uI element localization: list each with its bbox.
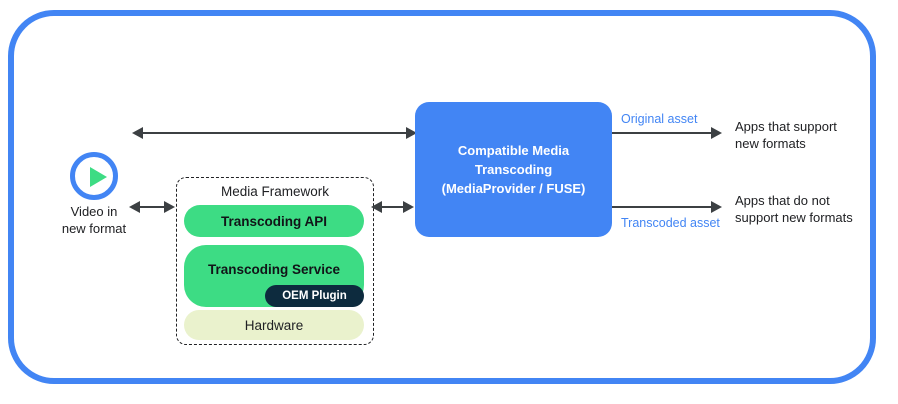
arrow-original-asset-head [711,127,722,139]
hardware-box: Hardware [184,310,364,340]
original-asset-label: Original asset [621,112,698,126]
arrow-framework-to-cmt-line [378,206,408,208]
apps-support-new-formats-label: Apps that support new formats [735,119,837,151]
media-framework-container [176,177,374,345]
arrow-source-to-cmt-head-left [132,127,143,139]
transcoding-api-box: Transcoding API [184,205,364,237]
arrow-source-to-framework-head-right [164,201,175,213]
arrow-original-asset-line [612,132,716,134]
oem-plugin-badge: OEM Plugin [265,285,364,307]
arrow-framework-to-cmt-head-right [403,201,414,213]
transcoded-asset-label: Transcoded asset [621,216,720,230]
arrow-source-to-framework-line [137,206,169,208]
media-framework-title: Media Framework [220,184,330,199]
apps-no-support-new-formats-label: Apps that do not support new formats [735,193,853,225]
arrow-source-to-framework-head-left [129,201,140,213]
arrow-source-to-cmt-line [140,132,412,134]
compatible-media-transcoding-box: Compatible Media Transcoding (MediaProvi… [415,102,612,237]
arrow-framework-to-cmt-head-left [371,201,382,213]
arrow-transcoded-asset-head [711,201,722,213]
arrow-transcoded-asset-line [612,206,716,208]
play-triangle-icon [90,167,107,187]
arrow-source-to-cmt-head-right [406,127,417,139]
video-play-icon [70,152,118,200]
video-source-caption: Video in new format [61,204,127,236]
